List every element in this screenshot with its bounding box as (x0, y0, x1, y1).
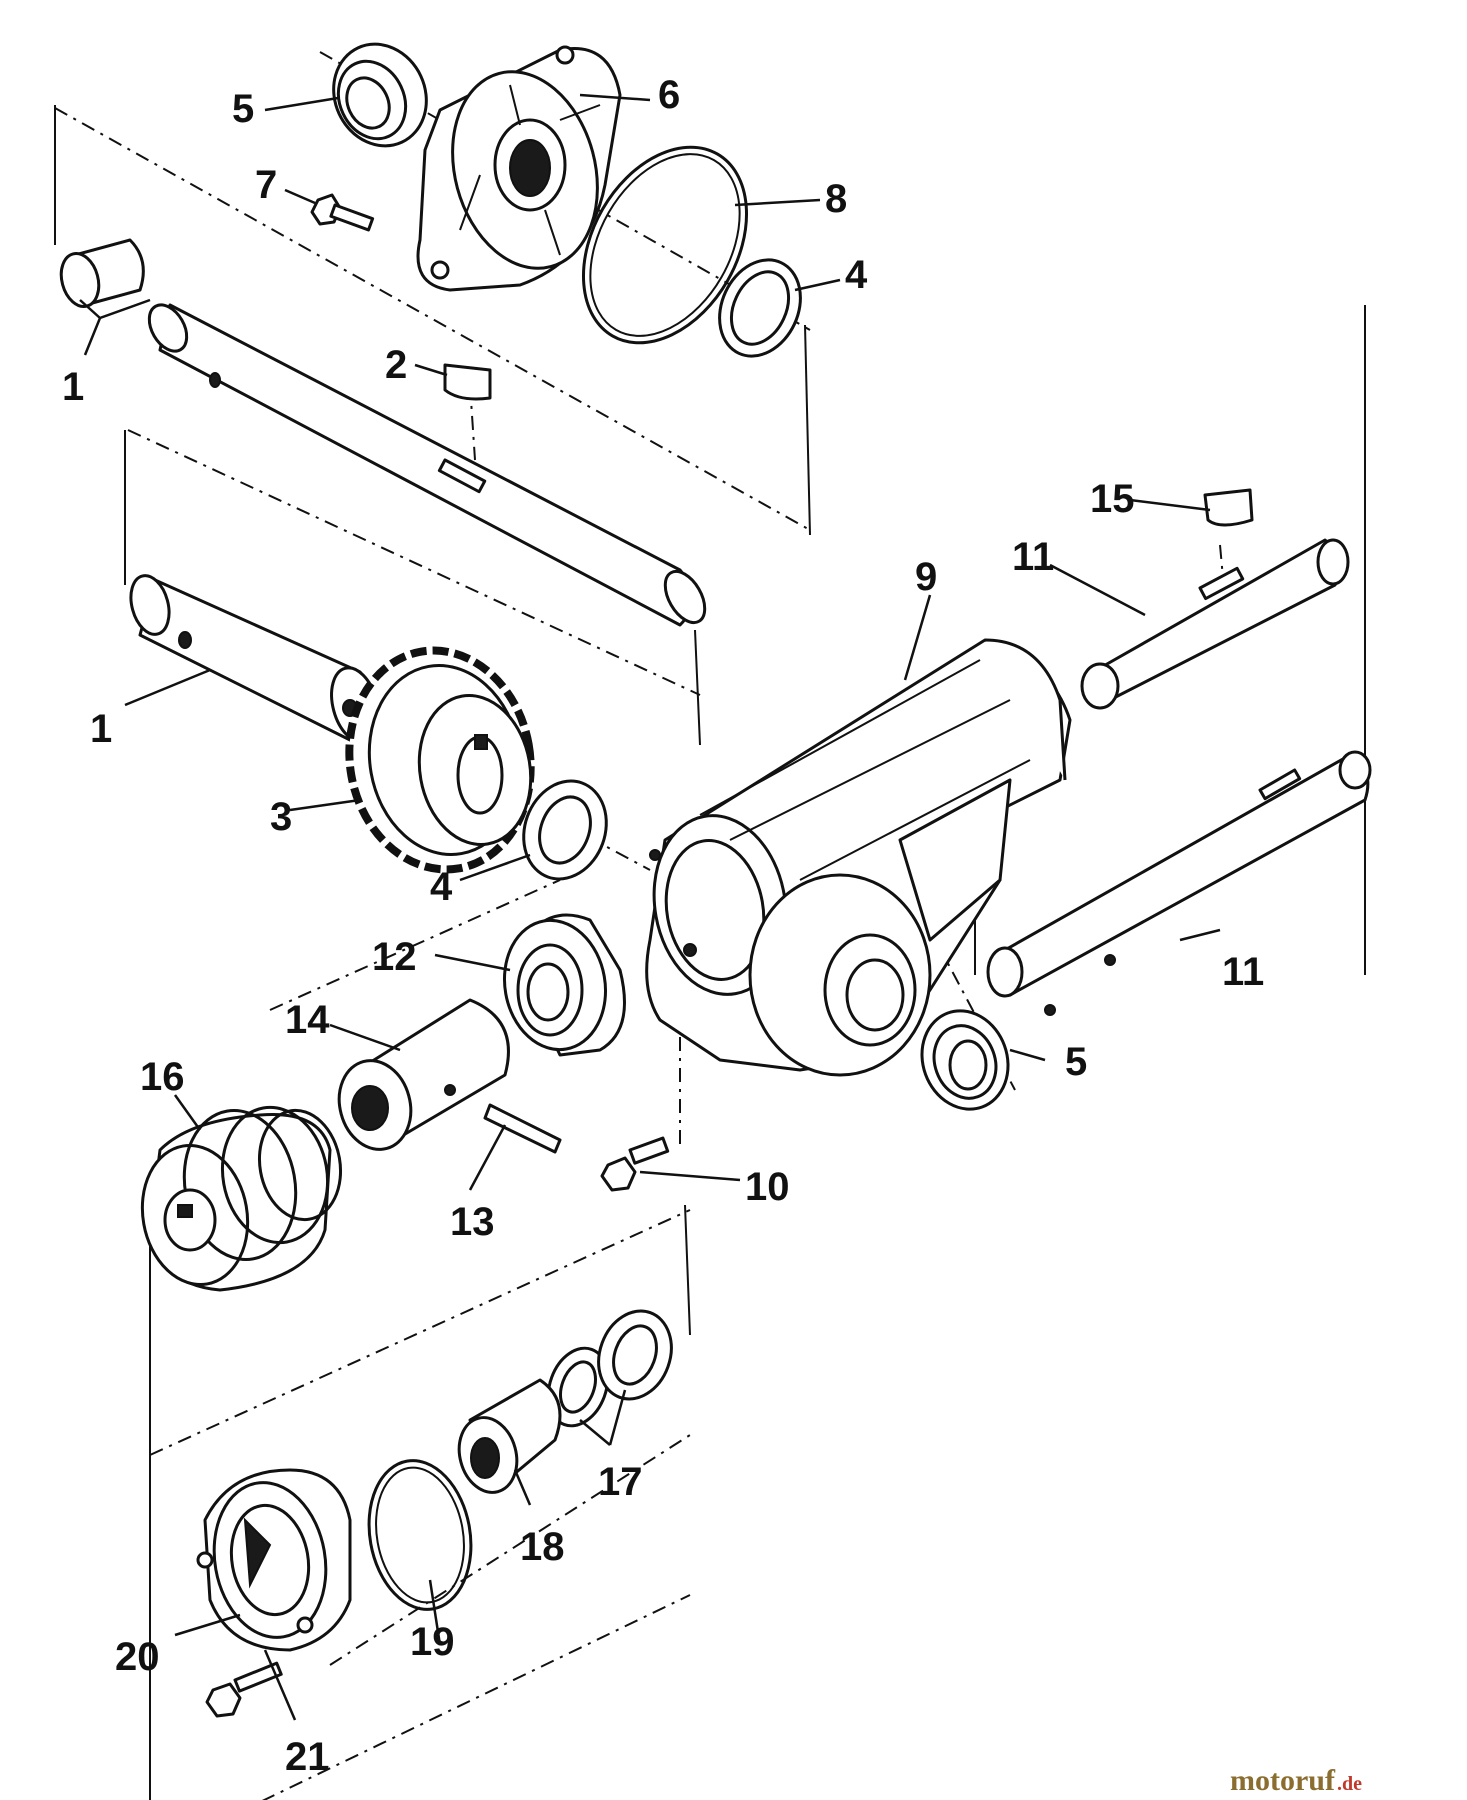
part-15-key (1203, 488, 1254, 527)
part-8-o-ring (581, 145, 749, 345)
part-21-bolt (205, 1661, 283, 1718)
part-1-shaft-top (147, 303, 707, 627)
watermark-suffix: .de (1337, 1773, 1362, 1795)
part-1-bushing-top (59, 238, 145, 308)
callout-8: 8 (825, 177, 847, 221)
callout-19: 19 (410, 1620, 455, 1664)
part-7-bolt (310, 193, 375, 232)
part-5-seal-top (332, 42, 428, 148)
callout-18: 18 (520, 1525, 565, 1569)
callout-12: 12 (372, 935, 417, 979)
callout-21: 21 (285, 1735, 330, 1779)
callout-5-top: 5 (232, 87, 254, 131)
part-16-pulley (140, 1105, 343, 1292)
part-9-housing (645, 638, 1072, 1077)
callout-4-top: 4 (845, 253, 868, 297)
part-11-shaft-upper (1080, 538, 1350, 710)
part-11-shaft-lower (986, 750, 1372, 1016)
callout-7: 7 (255, 163, 277, 207)
part-4-washer-middle (522, 779, 608, 881)
part-3-gear (345, 646, 535, 874)
callout-15: 15 (1090, 477, 1135, 521)
callout-16: 16 (140, 1055, 185, 1099)
callout-9: 9 (915, 555, 937, 599)
part-6-end-cover (416, 45, 622, 292)
leader-lines (79, 93, 1221, 1721)
part-19-snap-ring (367, 1459, 473, 1611)
callout-17: 17 (598, 1460, 643, 1504)
callout-11-bottom: 11 (1222, 950, 1264, 994)
callout-1-middle: 1 (90, 707, 112, 751)
part-1-shaft-middle (129, 574, 380, 747)
part-18-bushing (457, 1378, 562, 1494)
watermark: motoruf .de (1230, 1764, 1362, 1797)
part-4-washer-top (718, 258, 802, 358)
part-10-bolt (600, 1136, 670, 1192)
callout-10: 10 (745, 1165, 790, 1209)
part-14-sleeve (337, 998, 510, 1151)
part-17-washers (546, 1309, 673, 1428)
callout-labels: 5 6 7 8 4 1 2 15 11 9 1 3 4 12 14 5 11 1… (62, 73, 1264, 1779)
callout-11-top: 11 (1012, 535, 1054, 579)
callout-4-middle: 4 (430, 865, 453, 909)
part-20-end-cover (196, 1468, 352, 1652)
part-5-seal-right (920, 1009, 1010, 1111)
callout-2: 2 (385, 343, 407, 387)
callout-5-right: 5 (1065, 1040, 1087, 1084)
callout-6: 6 (658, 73, 680, 117)
watermark-main: motoruf (1230, 1764, 1336, 1797)
callout-1-top: 1 (62, 365, 84, 409)
callout-13: 13 (450, 1200, 495, 1244)
callout-3: 3 (270, 795, 292, 839)
part-13-pin (483, 1103, 562, 1154)
callout-20: 20 (115, 1635, 160, 1679)
part-12-bearing (502, 913, 626, 1057)
callout-14: 14 (285, 998, 330, 1042)
part-2-key (443, 363, 492, 401)
